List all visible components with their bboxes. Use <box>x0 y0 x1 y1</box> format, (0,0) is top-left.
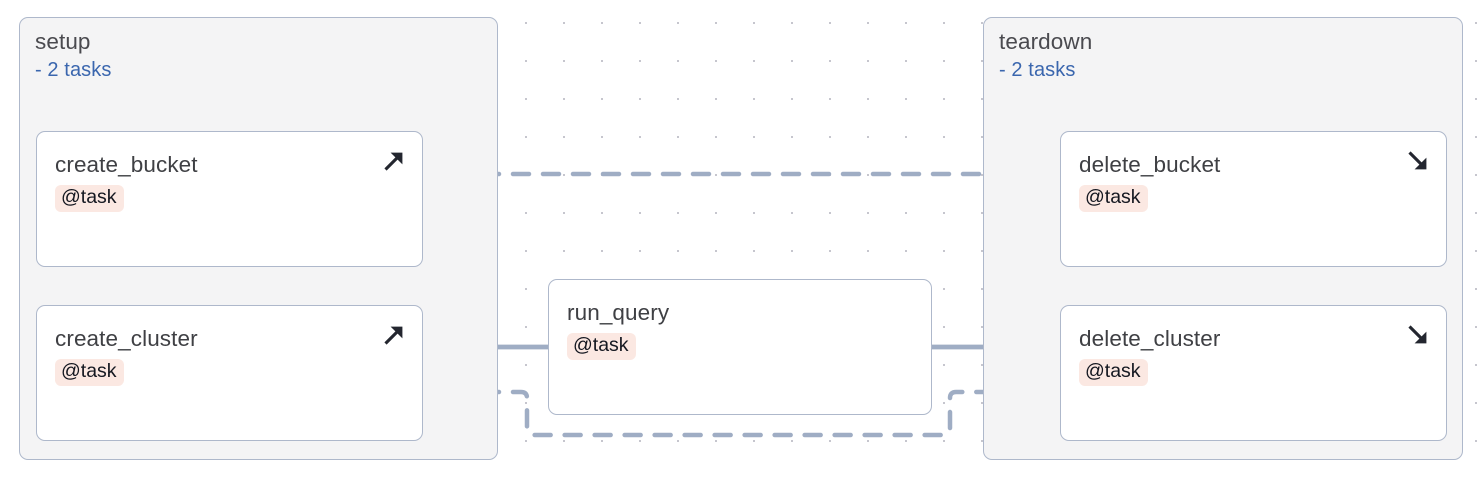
task-node-delete_cluster[interactable]: delete_cluster @task <box>1060 305 1447 441</box>
arrow-down-right-icon <box>1403 320 1433 350</box>
task-group-teardown-title: teardown <box>999 29 1093 54</box>
task-group-setup-title: setup <box>35 29 91 54</box>
task-group-setup-header: setup - 2 tasks <box>35 28 111 83</box>
task-node-create_bucket-title: create_bucket <box>55 152 198 177</box>
task-node-create_cluster-badge: @task <box>55 359 124 386</box>
task-node-create_cluster[interactable]: create_cluster @task <box>36 305 423 441</box>
task-node-create_bucket-badge: @task <box>55 185 124 212</box>
task-node-delete_cluster-title: delete_cluster <box>1079 326 1221 351</box>
task-node-create_bucket[interactable]: create_bucket @task <box>36 131 423 267</box>
arrow-up-right-icon <box>379 320 409 350</box>
task-group-teardown-subtitle: - 2 tasks <box>999 58 1076 81</box>
task-node-delete_bucket-badge: @task <box>1079 185 1148 212</box>
task-group-setup-subtitle: - 2 tasks <box>35 58 112 81</box>
task-node-run_query-badge: @task <box>567 333 636 360</box>
task-node-delete_cluster-badge: @task <box>1079 359 1148 386</box>
arrow-up-right-icon <box>379 146 409 176</box>
task-node-run_query-title: run_query <box>567 300 670 325</box>
task-node-run_query[interactable]: run_query @task <box>548 279 932 415</box>
task-node-create_cluster-title: create_cluster <box>55 326 198 351</box>
task-group-teardown-header: teardown - 2 tasks <box>999 28 1092 83</box>
task-node-delete_bucket[interactable]: delete_bucket @task <box>1060 131 1447 267</box>
task-node-delete_bucket-title: delete_bucket <box>1079 152 1221 177</box>
arrow-down-right-icon <box>1403 146 1433 176</box>
